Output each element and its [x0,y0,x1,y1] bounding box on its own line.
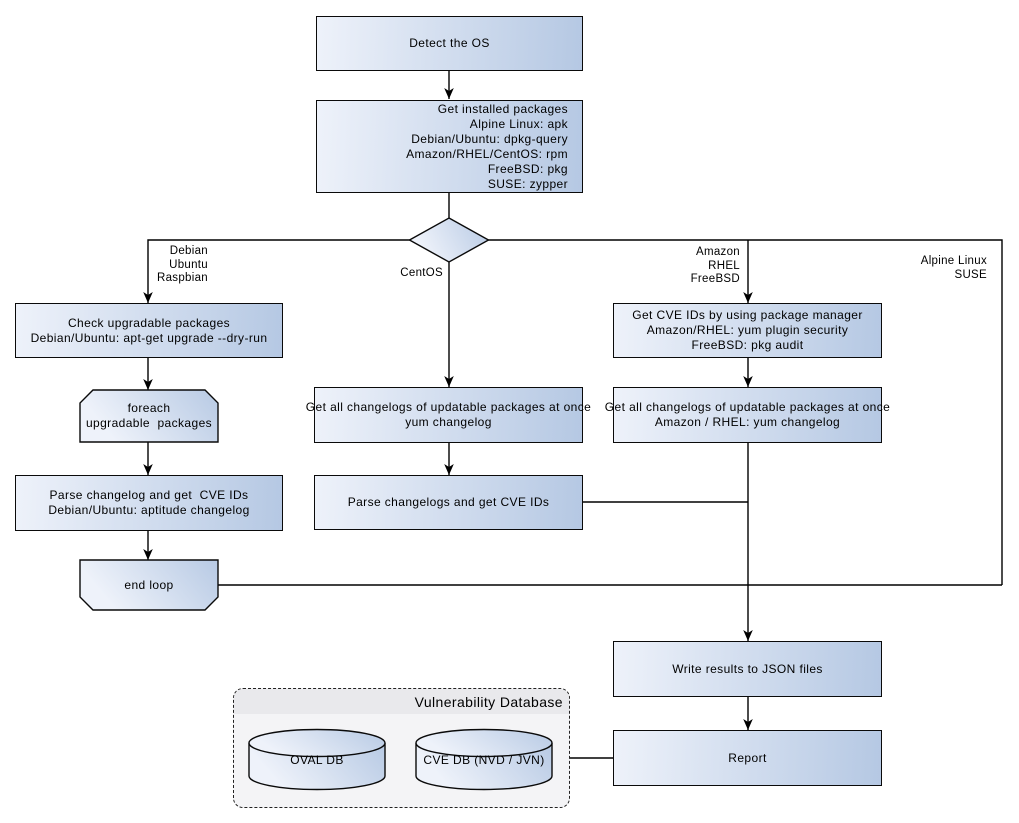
node-text: Amazon/RHEL: yum plugin security [646,323,849,337]
edge-label-line: RHEL [708,259,740,272]
node-text: Get all changelogs of updatable packages… [305,400,592,414]
decision-diamond-shape [408,217,490,263]
node-report: Report [613,730,882,786]
node-get-cve-ids-pkg-manager: Get CVE IDs by using package manager Ama… [613,303,882,358]
edge-label-line: Debian [169,245,208,257]
node-text: Get CVE IDs by using package manager [632,308,863,322]
edge-label-line: Amazon [696,246,740,258]
foreach-loop-shape [79,389,219,443]
oval-db-label: OVAL DB [290,753,344,767]
node-text: Get all changelogs of updatable packages… [604,400,891,414]
node-get-changelogs-yum: Get all changelogs of updatable packages… [306,387,591,443]
node-check-upgradable: Check upgradable packages Debian/Ubuntu:… [15,303,283,358]
cve-db-cylinder [415,728,553,791]
node-text: Debian/Ubuntu: apt-get upgrade --dry-run [30,330,268,345]
node-text: Check upgradable packages [67,315,231,330]
node-parse-changelogs-yum: Parse changelogs and get CVE IDs [314,475,583,530]
connector-lines [147,71,1003,759]
edge-label-debian-branch: Debian Ubuntu Raspbian [140,245,208,286]
node-text: Debian/Ubuntu: dpkg-query [411,131,568,146]
node-text: Alpine Linux: apk [469,116,568,131]
edge-label-centos-branch: CentOS [390,267,443,281]
node-parse-changelog-debian: Parse changelog and get CVE IDs Debian/U… [15,475,283,531]
edge-label-amazon-branch: Amazon RHEL FreeBSD [672,246,740,287]
node-text: Get installed packages [437,101,568,116]
cluster-header: Vulnerability Database [234,689,569,714]
node-text: Report [728,750,767,765]
node-text: FreeBSD: pkg [487,161,568,176]
node-text: Write results to JSON files [672,661,823,676]
cluster-title: Vulnerability Database [414,693,563,710]
edge-label-line: Raspbian [157,272,208,284]
node-write-results: Write results to JSON files [613,641,882,697]
cve-db-label: CVE DB (NVD / JVN) [423,753,545,767]
node-text: Parse changelogs and get CVE IDs [347,495,550,509]
end-loop-shape [79,559,219,611]
node-text: Detect the OS [409,36,490,50]
edge-label-line: Ubuntu [169,258,208,271]
arrowheads [143,88,753,730]
node-text: Amazon / RHEL: yum changelog [654,415,841,429]
edge-label-line: Alpine Linux [920,255,987,267]
node-text: FreeBSD: pkg audit [691,338,804,352]
edge-label-line: SUSE [954,268,987,281]
node-text: Parse changelog and get CVE IDs [49,488,249,502]
node-text: SUSE: zypper [487,176,568,191]
node-text: Debian/Ubuntu: aptitude changelog [48,503,250,517]
edge-label-line: FreeBSD [690,273,740,285]
oval-db-cylinder [248,728,386,791]
edge-label-alpine-branch: Alpine Linux SUSE [908,255,987,282]
node-detect-os: Detect the OS [316,16,583,71]
node-get-installed-packages: Get installed packages Alpine Linux: apk… [316,100,583,193]
node-text: Amazon/RHEL/CentOS: rpm [406,146,568,161]
node-text: yum changelog [405,415,492,429]
edge-label-line: CentOS [400,267,443,279]
node-get-changelogs-amazon-rhel: Get all changelogs of updatable packages… [605,387,890,443]
